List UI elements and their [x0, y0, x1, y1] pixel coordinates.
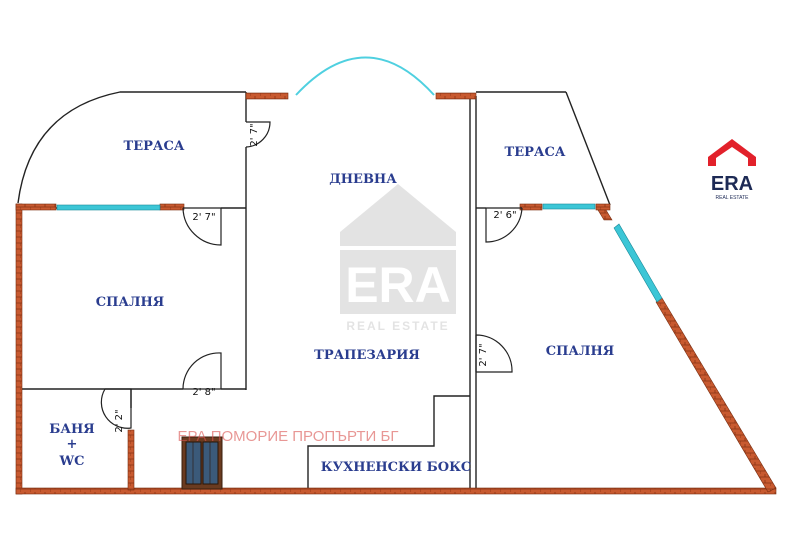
watermark-logo-subtext: REAL ESTATE: [346, 319, 449, 333]
era-logo: ERA REAL ESTATE: [708, 139, 756, 201]
terrace-left-curve: [17, 91, 246, 204]
room-label-terrace-left: ТЕРАСА: [124, 139, 185, 154]
room-label-terrace-right: ТЕРАСА: [505, 145, 566, 160]
brick-walls: [15, 92, 777, 495]
door-dim-bedroom-right: 2' 7": [478, 343, 489, 366]
room-label-dining: ТРАПЕЗАРИЯ: [314, 348, 420, 363]
windows: [56, 203, 663, 303]
room-label-living: ДНЕВНА: [329, 172, 397, 187]
era-watermark: ERA REAL ESTATE: [340, 184, 456, 333]
window-bedroom-right: [613, 223, 663, 303]
door-dim-bedroom-left-bottom: 2' 8": [192, 387, 215, 398]
room-label-kitchen: КУХНЕНСКИ БОКС: [321, 460, 472, 475]
era-logo-subtext: REAL ESTATE: [716, 195, 750, 201]
room-label-bedroom-right: СПАЛНЯ: [546, 344, 614, 359]
era-logo-text: ERA: [711, 173, 753, 195]
door-swings: [100, 121, 523, 429]
bay-window-arc: [295, 56, 435, 96]
room-label-bath-3: WC: [59, 454, 85, 469]
room-label-bath-2: +: [67, 437, 78, 452]
room-label-bedroom-left: СПАЛНЯ: [96, 295, 164, 310]
window-terrace-right: [542, 203, 596, 210]
entrance-door: [181, 436, 223, 490]
window-bedroom-left: [56, 204, 161, 211]
door-dim-bedroom-left-top: 2' 7": [192, 212, 215, 223]
room-label-bath-1: БАНЯ: [49, 422, 94, 437]
agency-watermark-text: ЕРА ПОМОРИЕ ПРОПЪРТИ БГ: [178, 428, 399, 445]
watermark-logo-text: ERA: [345, 257, 451, 313]
door-dim-terrace-left: 2' 7": [249, 123, 260, 146]
door-dim-bath: 2' 2": [114, 409, 125, 432]
door-dim-terrace-right: 2' 6": [493, 210, 516, 221]
